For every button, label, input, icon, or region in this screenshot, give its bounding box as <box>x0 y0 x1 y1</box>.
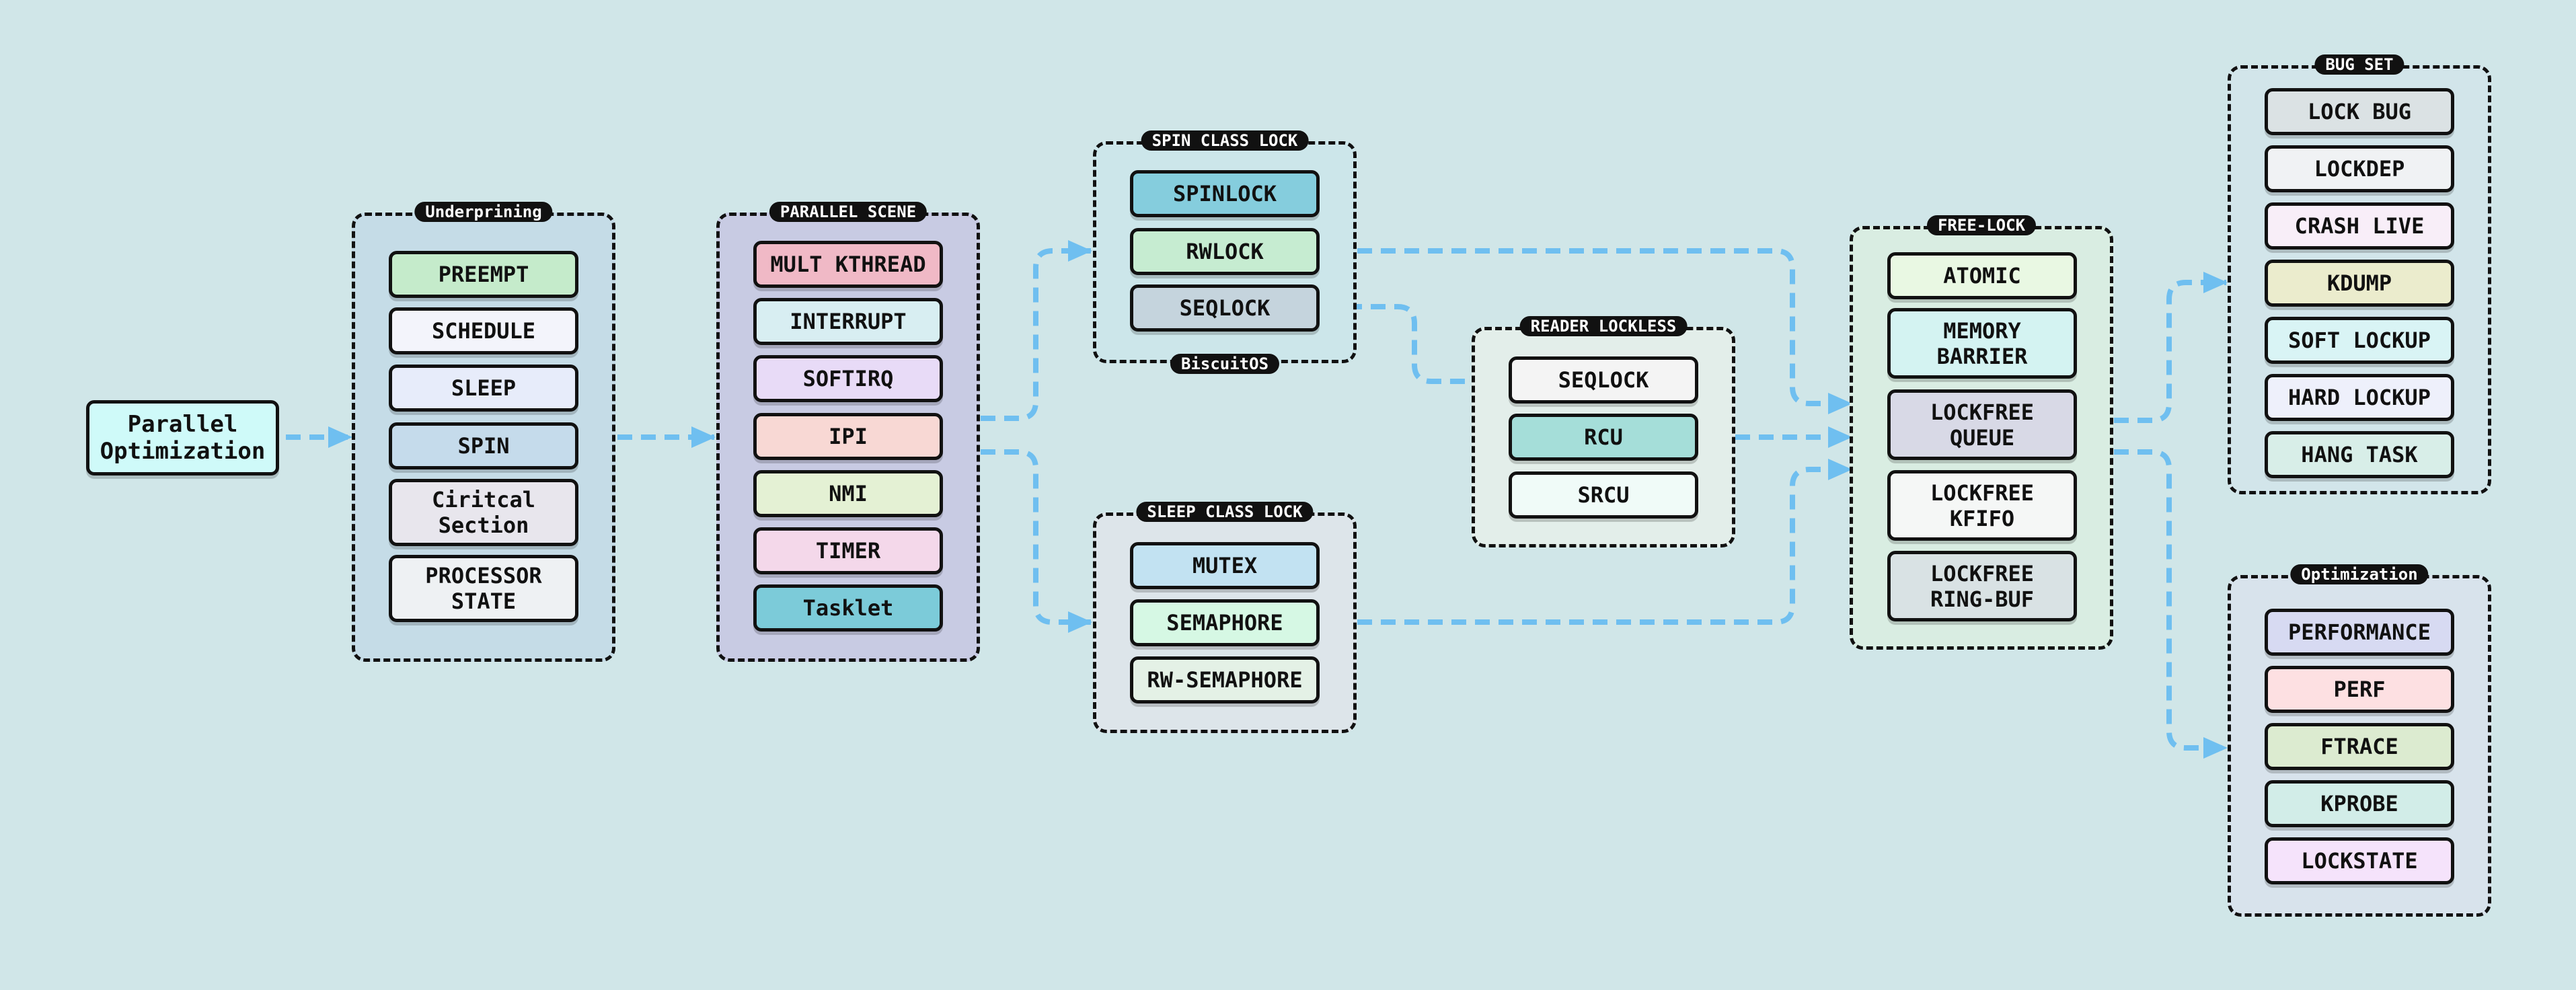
node-parallel-scene-nmi[interactable]: NMI <box>753 470 943 517</box>
node-optimization-perf[interactable]: PERF <box>2265 666 2454 713</box>
node-underpining-schedule[interactable]: SCHEDULE <box>389 307 578 354</box>
node-reader-lockless-seqlock[interactable]: SEQLOCK <box>1509 356 1698 404</box>
node-underpining-sleep[interactable]: SLEEP <box>389 365 578 412</box>
node-parallel-scene-softirq[interactable]: SOFTIRQ <box>753 355 943 402</box>
group-footer-label: BiscuitOS <box>1170 354 1280 374</box>
group-title: FREE-LOCK <box>1926 215 2037 235</box>
connector-parallel-scene-to-spin-class-lock <box>981 240 1092 421</box>
node-free-lock-lockfree-queue[interactable]: LOCKFREE QUEUE <box>1887 389 2077 460</box>
node-parallel-scene-ipi[interactable]: IPI <box>753 413 943 460</box>
node-underpining-ciritcal-section[interactable]: Ciritcal Section <box>389 479 578 546</box>
node-parallel-scene-mult-kthread[interactable]: MULT KTHREAD <box>753 241 943 288</box>
node-parallel-scene-tasklet[interactable]: Tasklet <box>753 584 943 632</box>
group-title: PARALLEL SCENE <box>769 202 927 222</box>
group-title: Optimization <box>2290 564 2429 584</box>
node-sleep-class-lock-mutex[interactable]: MUTEX <box>1130 542 1320 589</box>
group-title: SLEEP CLASS LOCK <box>1136 502 1314 522</box>
node-free-lock-atomic[interactable]: ATOMIC <box>1887 252 2077 299</box>
node-optimization-lockstate[interactable]: LOCKSTATE <box>2265 837 2454 884</box>
node-sleep-class-lock-rw-semaphore[interactable]: RW-SEMAPHORE <box>1130 656 1320 703</box>
node-free-lock-memory-barrier[interactable]: MEMORY BARRIER <box>1887 308 2077 379</box>
node-bug-set-kdump[interactable]: KDUMP <box>2265 260 2454 307</box>
group-title: READER LOCKLESS <box>1519 316 1688 336</box>
node-sleep-class-lock-semaphore[interactable]: SEMAPHORE <box>1130 599 1320 646</box>
node-spin-class-lock-rwlock[interactable]: RWLOCK <box>1130 228 1320 275</box>
node-optimization-ftrace[interactable]: FTRACE <box>2265 723 2454 770</box>
connector-parallel-scene-to-sleep-class-lock <box>981 449 1092 633</box>
node-free-lock-lockfree-ring-buf[interactable]: LOCKFREE RING-BUF <box>1887 551 2077 621</box>
parallel-optimization-node[interactable]: Parallel Optimization <box>86 400 279 475</box>
connector-free-lock-to-optimization <box>2114 449 2228 759</box>
node-parallel-scene-interrupt[interactable]: INTERRUPT <box>753 298 943 345</box>
node-underpining-spin[interactable]: SPIN <box>389 422 578 469</box>
node-parallel-scene-timer[interactable]: TIMER <box>753 527 943 574</box>
node-bug-set-hang-task[interactable]: HANG TASK <box>2265 431 2454 478</box>
group-title: SPIN CLASS LOCK <box>1141 130 1309 151</box>
node-underpining-processor-state[interactable]: PROCESSOR STATE <box>389 555 578 622</box>
node-spin-class-lock-spinlock[interactable]: SPINLOCK <box>1130 170 1320 217</box>
node-underpining-preempt[interactable]: PREEMPT <box>389 251 578 298</box>
node-reader-lockless-srcu[interactable]: SRCU <box>1509 471 1698 519</box>
node-optimization-kprobe[interactable]: KPROBE <box>2265 780 2454 827</box>
node-spin-class-lock-seqlock[interactable]: SEQLOCK <box>1130 284 1320 332</box>
connector-free-lock-to-bug-set <box>2114 272 2228 423</box>
node-bug-set-hard-lockup[interactable]: HARD LOCKUP <box>2265 374 2454 421</box>
node-reader-lockless-rcu[interactable]: RCU <box>1509 414 1698 461</box>
group-title: Underprining <box>414 202 553 222</box>
node-bug-set-lock-bug[interactable]: LOCK BUG <box>2265 88 2454 135</box>
node-bug-set-soft-lockup[interactable]: SOFT LOCKUP <box>2265 317 2454 364</box>
node-optimization-performance[interactable]: PERFORMANCE <box>2265 609 2454 656</box>
node-bug-set-lockdep[interactable]: LOCKDEP <box>2265 145 2454 192</box>
node-bug-set-crash-live[interactable]: CRASH LIVE <box>2265 202 2454 250</box>
node-free-lock-lockfree-kfifo[interactable]: LOCKFREE KFIFO <box>1887 470 2077 541</box>
group-title: BUG SET <box>2314 54 2404 75</box>
